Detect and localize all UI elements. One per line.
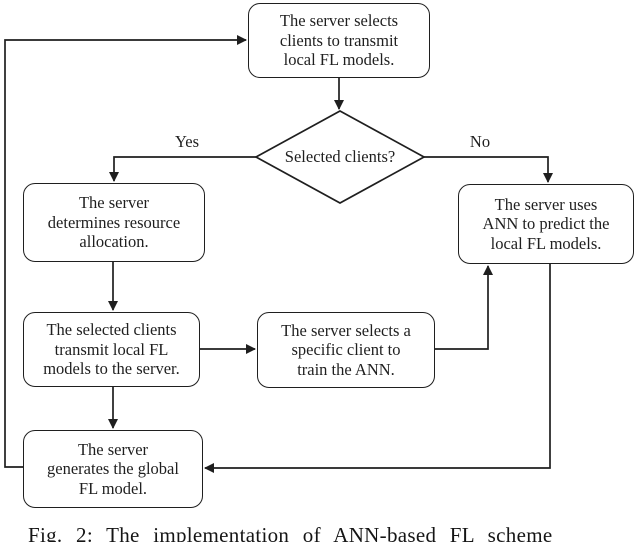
edge-label-yes: Yes [174, 132, 199, 151]
edge-label-no: No [469, 132, 491, 151]
edge-predict-to-global-arrow [204, 264, 551, 473]
figure-caption: Fig. 2: The implementation of ANN-based … [28, 523, 553, 542]
edge-decision-yes-arrow [109, 156, 256, 182]
flow-node-ann-predict: The server uses ANN to predict the local… [458, 184, 634, 264]
decision-selected-clients-label: Selected clients? [284, 147, 396, 166]
flow-node-train-ann: The server selects a specific client to … [257, 312, 435, 388]
flow-node-transmit-models: The selected clients transmit local FL m… [23, 312, 200, 387]
edge-global-to-select-loop-arrow [4, 35, 247, 468]
flow-node-select-clients: The server selects clients to transmit l… [248, 3, 430, 78]
flow-node-resource-allocation: The server determines resource allocatio… [23, 183, 205, 262]
edge-train-to-predict-arrow [435, 265, 493, 350]
flow-node-global-model: The server generates the global FL model… [23, 430, 203, 508]
decision-diamond-shape [254, 110, 426, 204]
edge-decision-no-arrow [424, 156, 553, 183]
